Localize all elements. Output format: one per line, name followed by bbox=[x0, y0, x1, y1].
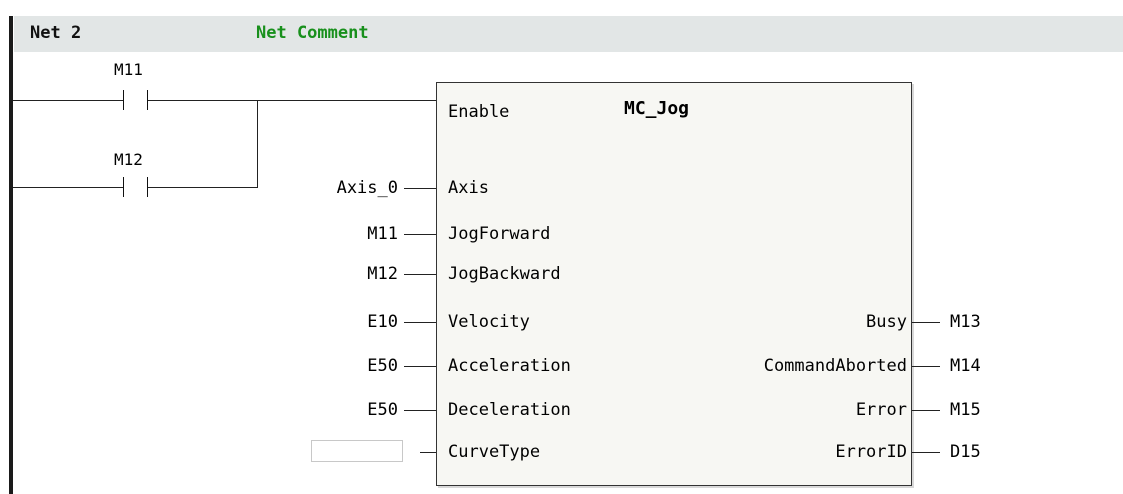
function-block-mc-jog[interactable] bbox=[436, 82, 912, 486]
contact-m12-left[interactable] bbox=[123, 177, 124, 197]
contact-m12-label: M12 bbox=[114, 150, 143, 169]
contact-m11-right[interactable] bbox=[147, 90, 148, 110]
power-rail bbox=[9, 16, 13, 494]
curvetype-input-field[interactable] bbox=[311, 440, 403, 462]
wire bbox=[404, 274, 436, 275]
contact-m11-label: M11 bbox=[114, 60, 143, 79]
output-value-busy[interactable]: M13 bbox=[950, 312, 981, 332]
pin-acceleration: Acceleration bbox=[448, 356, 571, 376]
wire bbox=[404, 410, 436, 411]
pin-jogforward: JogForward bbox=[448, 224, 551, 244]
wire bbox=[420, 452, 436, 453]
input-value-velocity[interactable]: E10 bbox=[367, 312, 398, 332]
input-value-acceleration[interactable]: E50 bbox=[367, 356, 398, 376]
wire bbox=[404, 366, 436, 367]
input-value-deceleration[interactable]: E50 bbox=[367, 400, 398, 420]
pin-jogbackward: JogBackward bbox=[448, 264, 561, 284]
wire bbox=[13, 100, 124, 101]
wire bbox=[148, 100, 436, 101]
input-value-axis[interactable]: Axis_0 bbox=[336, 178, 398, 198]
pin-commandaborted: CommandAborted bbox=[763, 356, 907, 376]
input-value-jogbackward[interactable]: M12 bbox=[367, 264, 398, 284]
block-title: MC_Jog bbox=[624, 98, 690, 119]
net-label: Net 2 bbox=[30, 23, 82, 43]
input-value-jogforward[interactable]: M11 bbox=[367, 224, 398, 244]
wire bbox=[912, 366, 940, 367]
net-comment[interactable]: Net Comment bbox=[256, 23, 369, 43]
wire bbox=[912, 452, 940, 453]
pin-curvetype: CurveType bbox=[448, 442, 541, 462]
net-header[interactable]: Net 2 Net Comment bbox=[14, 16, 1123, 52]
wire bbox=[257, 100, 258, 188]
output-value-error[interactable]: M15 bbox=[950, 400, 981, 420]
pin-errorid: ErrorID bbox=[835, 442, 907, 462]
output-value-errorid[interactable]: D15 bbox=[950, 442, 981, 462]
pin-busy: Busy bbox=[866, 312, 907, 332]
pin-deceleration: Deceleration bbox=[448, 400, 571, 420]
contact-m12-right[interactable] bbox=[147, 177, 148, 197]
pin-axis: Axis bbox=[448, 178, 489, 198]
wire bbox=[912, 322, 940, 323]
wire bbox=[13, 187, 124, 188]
pin-error: Error bbox=[855, 400, 907, 420]
wire bbox=[404, 322, 436, 323]
wire bbox=[912, 410, 940, 411]
pin-velocity: Velocity bbox=[448, 312, 530, 332]
pin-enable: Enable bbox=[448, 102, 510, 122]
output-value-commandaborted[interactable]: M14 bbox=[950, 356, 981, 376]
wire bbox=[404, 234, 436, 235]
wire bbox=[148, 187, 257, 188]
wire bbox=[404, 188, 436, 189]
contact-m11-left[interactable] bbox=[123, 90, 124, 110]
